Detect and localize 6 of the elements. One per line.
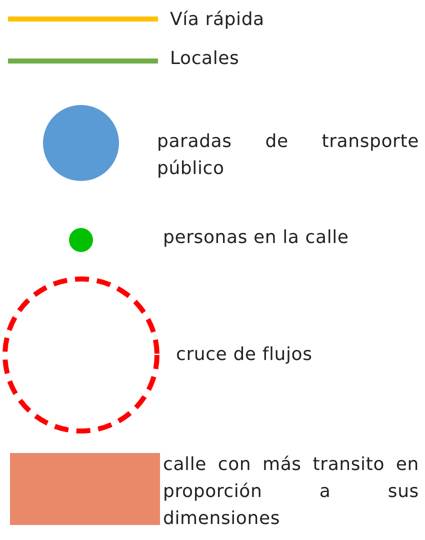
legend-label: cruce de flujos — [176, 343, 314, 367]
legend-label: Locales — [170, 47, 240, 71]
legend-label: calle con más transito en proporción a sus dimensiones — [163, 453, 419, 531]
legend-label: paradas de transporte público — [157, 130, 419, 181]
legend-label: Vía rápida — [170, 8, 266, 32]
legend-label: personas en la calle — [163, 226, 350, 250]
